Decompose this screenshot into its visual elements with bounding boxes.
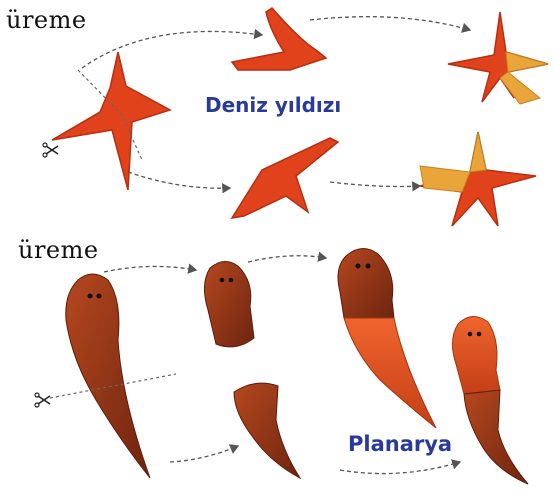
caption-top: üreme [6, 6, 87, 34]
planaria-parent [66, 274, 150, 478]
label-starfish: Deniz yıldızı [205, 93, 341, 117]
planaria-tail-fragment [234, 383, 300, 478]
arrow-planaria-bottom-2 [340, 462, 460, 474]
arrow-planaria-top-2 [248, 256, 326, 262]
planaria-head-fragment [204, 261, 254, 346]
scissors-icon [35, 393, 50, 407]
arrow-starfish-top-2 [310, 17, 470, 30]
caption-bottom: üreme [18, 236, 99, 264]
arrow-starfish-bottom-1 [128, 172, 230, 188]
starfish-fragment-bottom [232, 138, 338, 218]
starfish-regenerated-bottom [420, 132, 536, 226]
scissors-icon [43, 143, 58, 157]
starfish-fragment-top [232, 8, 326, 70]
starfish-regenerated-top [448, 12, 548, 104]
starfish-parent [52, 52, 170, 190]
planaria-regenerated-from-tail [452, 316, 528, 484]
label-planaria: Planarya [348, 432, 452, 456]
arrow-planaria-bottom-1 [170, 446, 238, 462]
arrow-starfish-bottom-2 [330, 182, 420, 187]
planaria-regenerated-from-head [338, 248, 436, 428]
arrow-planaria-top-1 [104, 266, 196, 272]
